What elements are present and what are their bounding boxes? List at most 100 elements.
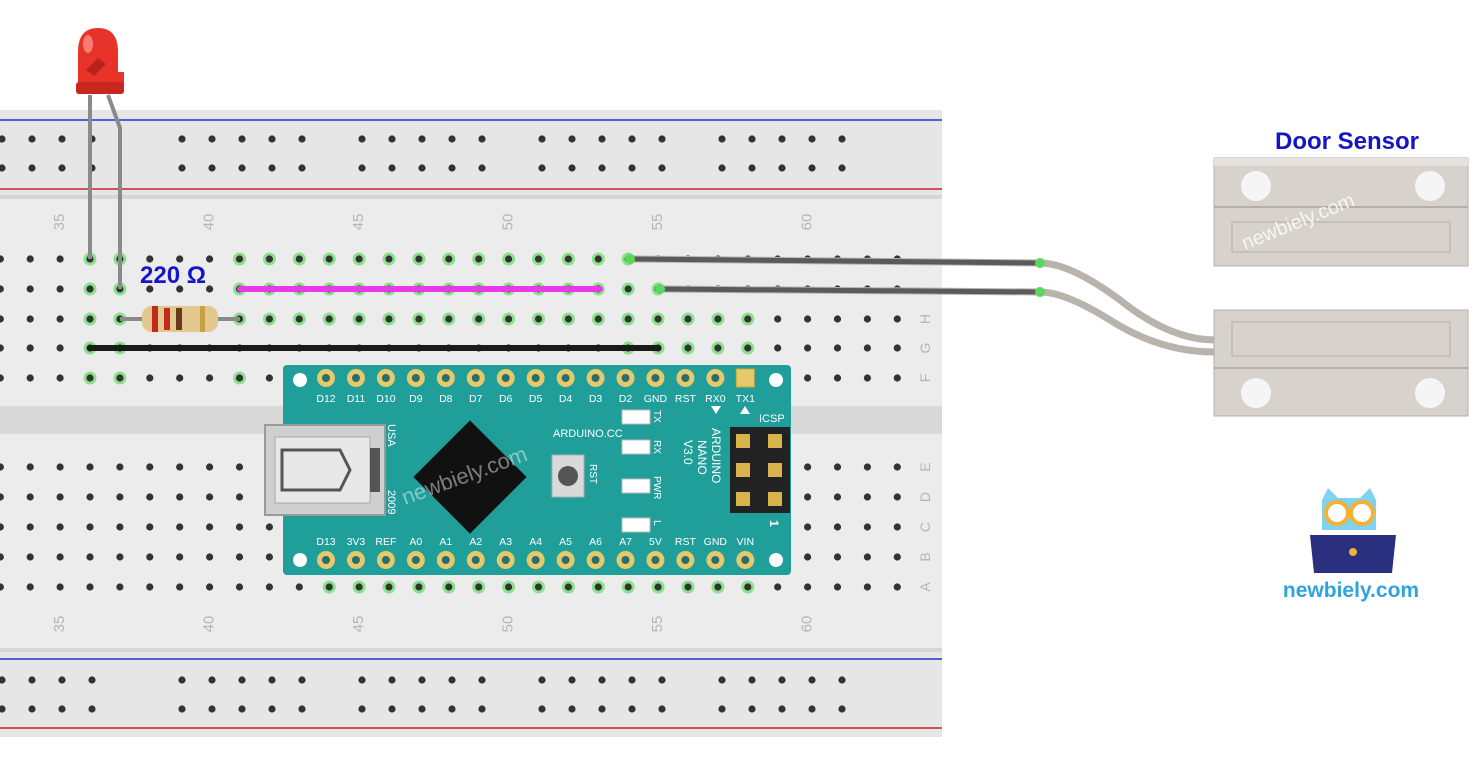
nano-pin-hole	[531, 374, 540, 382]
rail-hole	[538, 676, 546, 684]
hole	[415, 255, 423, 263]
hole	[26, 523, 34, 531]
hole	[863, 374, 872, 382]
hole	[146, 463, 154, 471]
magnet-screw-hole-right	[1415, 171, 1445, 201]
hole	[265, 255, 273, 263]
logo-text: newbiely.com	[1283, 579, 1419, 602]
nano-top-pin-label: RX0	[705, 393, 726, 405]
hole	[265, 583, 273, 591]
hole	[475, 315, 483, 323]
nano-pin-hole	[411, 374, 420, 382]
rail-hole	[28, 705, 36, 713]
hole	[893, 344, 901, 352]
bottom-power-rail	[0, 652, 942, 737]
rail-hole	[58, 676, 66, 684]
hole	[26, 374, 34, 382]
mount-hole-tr	[769, 373, 783, 387]
nano-bottom-pin-label: A3	[499, 536, 512, 548]
rail-hole	[388, 705, 396, 713]
hole	[265, 523, 273, 531]
rail-hole	[0, 676, 6, 684]
led-rx-label: RX	[651, 440, 662, 454]
rail-hole	[208, 164, 216, 172]
rail-hole	[628, 164, 636, 172]
nano-pin-hole	[471, 374, 480, 382]
hole	[265, 553, 273, 561]
led-pwr-label: PWR	[651, 476, 662, 499]
hole	[684, 344, 692, 352]
nano-pin-hole	[681, 374, 690, 382]
rail-hole	[658, 676, 666, 684]
hole	[774, 583, 782, 591]
hole	[86, 583, 94, 591]
rail-hole	[358, 164, 366, 172]
hole	[0, 463, 4, 471]
hole	[564, 315, 573, 323]
rail-hole	[0, 164, 6, 172]
nano-pin-hole	[591, 556, 600, 564]
hole	[56, 255, 64, 263]
led-l-label: L	[651, 520, 662, 526]
hole	[325, 315, 333, 323]
arduino-pin-labels: D12D13D113V3D10REFD9A0D8A1D7A2D6A3D5A4D4…	[316, 393, 755, 548]
hole	[0, 344, 4, 352]
hole	[0, 285, 4, 293]
hole	[475, 255, 483, 263]
arduino-nano: D12D13D113V3D10REFD9A0D8A1D7A2D6A3D5A4D4…	[264, 365, 791, 575]
nano-pin-hole	[621, 374, 630, 382]
rail-hole	[58, 705, 66, 713]
hole	[86, 315, 94, 323]
top-power-rail	[0, 110, 942, 195]
rx-arrow-icon	[711, 406, 721, 414]
rail-hole	[88, 676, 96, 684]
led-anode-leg	[106, 94, 122, 289]
wire-1-endpoint	[625, 254, 635, 264]
hole	[26, 285, 34, 293]
rail-hole	[388, 164, 396, 172]
nano-bottom-pin-label: 3V3	[347, 536, 366, 548]
led-pwr	[621, 478, 651, 494]
hole	[235, 523, 244, 531]
hole	[505, 255, 513, 263]
door-sensor-title: Door Sensor	[1275, 128, 1419, 155]
row-label: E	[917, 462, 933, 471]
rail-hole	[448, 164, 456, 172]
hole	[26, 315, 34, 323]
hole	[893, 463, 901, 471]
rail-hole	[718, 135, 726, 143]
mount-hole-tl	[293, 373, 307, 387]
hole	[0, 493, 4, 501]
rail-hole	[778, 135, 786, 143]
rail-hole	[598, 164, 606, 172]
hole	[893, 493, 901, 501]
hole	[235, 374, 244, 382]
hole	[0, 255, 4, 263]
hole	[534, 583, 543, 591]
rail-hole	[298, 676, 306, 684]
row-label: H	[917, 314, 933, 324]
hole	[833, 583, 842, 591]
rail-hole	[478, 676, 486, 684]
rail-hole	[568, 164, 576, 172]
hole	[594, 315, 602, 323]
nano-pin-hole	[651, 374, 660, 382]
hole	[295, 255, 303, 263]
hole	[235, 463, 244, 471]
hole	[146, 493, 154, 501]
hole	[594, 583, 602, 591]
row-label: D	[917, 492, 933, 502]
nano-top-pin-label: D6	[499, 393, 513, 405]
rail-hole	[568, 705, 576, 713]
hole	[863, 315, 872, 323]
reset-label: RST	[587, 464, 598, 484]
rail-hole	[628, 676, 636, 684]
hole	[176, 553, 184, 561]
column-label: 40	[201, 616, 218, 633]
door-sensor-magnet: newbiely.com	[1213, 157, 1469, 267]
hole	[654, 315, 662, 323]
usb-pins	[370, 448, 380, 492]
hole	[505, 315, 513, 323]
hole	[56, 344, 64, 352]
nano-pin-hole	[501, 374, 510, 382]
